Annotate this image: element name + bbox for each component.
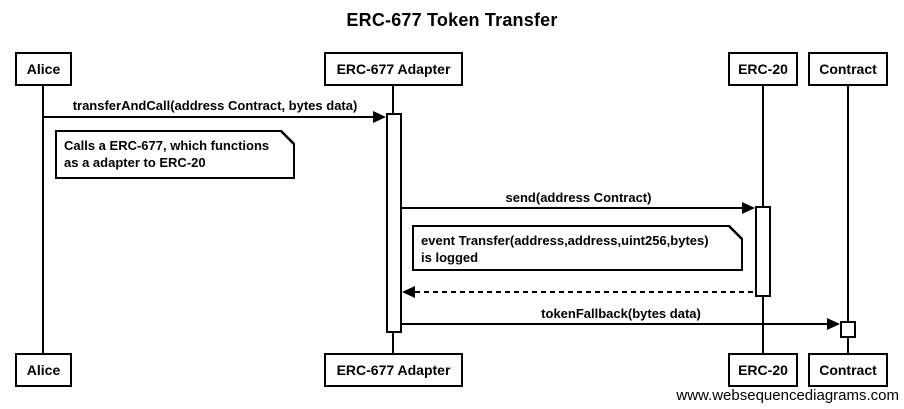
message-return-line [415,291,755,293]
participant-contract-top: Contract [808,52,888,86]
diagram-title: ERC-677 Token Transfer [346,10,558,30]
note-line: Calls a ERC-677, which functions [64,138,270,153]
arrowhead-right-icon [373,111,386,123]
activation-adapter [386,113,402,333]
participant-erc20-bottom: ERC-20 [728,353,798,387]
websequencediagrams-watermark: www.websequencediagrams.com [676,387,899,404]
arrowhead-left-icon [402,286,415,298]
note-line: event Transfer(address,address,uint256,b… [421,233,709,248]
note-line: as a adapter to ERC-20 [64,155,206,170]
note-adapter-explanation: Calls a ERC-677, which functions as a ad… [55,130,295,179]
participant-alice-bottom: Alice [15,353,72,387]
note-fold-icon [728,225,743,240]
message-transferandcall-line [44,116,374,118]
message-tokenfallback-line [402,323,828,325]
lifeline-alice [42,86,44,353]
arrowhead-right-icon [827,318,840,330]
message-send-line [402,207,743,209]
participant-adapter-bottom: ERC-677 Adapter [324,353,463,387]
message-transferandcall-label: transferAndCall(address Contract, bytes … [72,98,358,113]
participant-alice-top: Alice [15,52,72,86]
participant-adapter-top: ERC-677 Adapter [324,52,463,86]
arrowhead-right-icon [742,202,755,214]
note-fold-icon [280,130,295,145]
participant-contract-bottom: Contract [808,353,888,387]
note-event-transfer: event Transfer(address,address,uint256,b… [412,225,743,271]
activation-erc20 [755,206,771,297]
participant-erc20-top: ERC-20 [728,52,798,86]
message-tokenfallback-label: tokenFallback(bytes data) [541,306,701,321]
activation-contract [840,321,856,338]
lifeline-contract [847,86,849,353]
note-line: is logged [421,250,479,265]
message-send-label: send(address Contract) [505,190,652,205]
